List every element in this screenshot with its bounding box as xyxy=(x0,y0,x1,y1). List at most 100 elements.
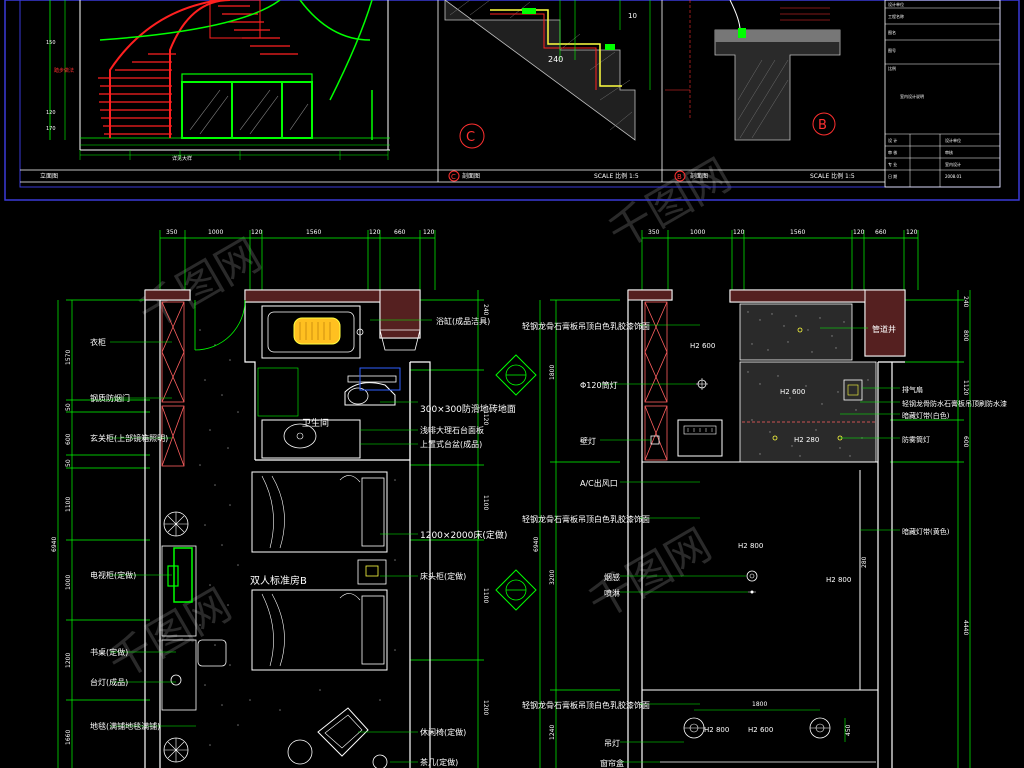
top-dim: 1560 xyxy=(306,229,321,236)
label-carpet: 地毯(满铺地毯满铺) xyxy=(90,721,160,731)
center-note: 详见大样 xyxy=(172,155,192,162)
wardrobe xyxy=(161,301,185,467)
top-sheet: 立面图 剖面图 SCALE 比例 1:5 剖面图 SCALE 比例 1:5 C … xyxy=(4,0,1020,201)
downlight-icon xyxy=(696,378,708,390)
watermark-text: 千图网 xyxy=(100,579,240,689)
label-downlight: Φ120筒灯 xyxy=(580,380,618,390)
section-marker-b-label: B xyxy=(818,118,827,133)
title-block-note: 室内设计说明 xyxy=(900,93,924,99)
stair-elevation: 踏步做法 详见大样 170 120 150 xyxy=(46,0,390,162)
title-block-value: 2008.01 xyxy=(945,174,962,179)
wardrobe xyxy=(644,301,668,461)
toilet xyxy=(344,382,396,406)
label-pendant-lamp: 吊灯 xyxy=(604,738,620,748)
top-dim: 1000 xyxy=(690,229,705,236)
right-dim: 1100 xyxy=(482,495,489,510)
desk xyxy=(161,639,197,711)
bathtub xyxy=(293,317,341,345)
label-ceiling: 轻钢龙骨石膏板吊顶白色乳胶漆饰面 xyxy=(522,514,650,524)
label-ceiling: 轻钢龙骨石膏板吊顶白色乳胶漆饰面 xyxy=(522,321,650,331)
label-floor-tile: 300×300防滑地砖地面 xyxy=(420,403,516,415)
dim-450: 450 xyxy=(845,724,852,736)
label-sprinkler: 喷淋 xyxy=(604,588,620,598)
height-mark: H2 600 xyxy=(748,726,773,734)
label-pipe-shaft: 管道井 xyxy=(872,324,896,334)
right-dim: 600 xyxy=(962,436,969,448)
pendant-lamp-icon xyxy=(809,717,831,739)
dim-1800: 1800 xyxy=(752,701,767,708)
section-marker-small-b: B xyxy=(677,173,682,181)
title-block-value: 设计单位 xyxy=(945,137,961,143)
right-dim: 1120 xyxy=(962,380,969,395)
bed-2 xyxy=(251,589,388,671)
section-marker-small-c: C xyxy=(451,173,456,181)
section-marker-c-label: C xyxy=(466,130,475,145)
left-dim: 50 xyxy=(65,459,72,467)
title-block-label: 设 计 xyxy=(888,137,897,143)
height-mark: H2 280 xyxy=(794,436,819,444)
side-dim: 150 xyxy=(46,40,56,46)
ceiling-plan-right: 350 1000 120 1560 120 660 120 1800 3200 … xyxy=(522,229,1007,768)
side-dim: 120 xyxy=(46,110,56,116)
label-ceiling: 轻钢龙骨石膏板吊顶白色乳胶漆饰面 xyxy=(522,700,650,710)
right-dim: 800 xyxy=(962,330,969,342)
label-lounge-chair: 休闲椅(定做) xyxy=(420,727,466,737)
label-smoke-detector: 烟感 xyxy=(604,572,620,582)
title-block-row: 设计单位 xyxy=(888,1,904,7)
title-block-label: 专 业 xyxy=(888,161,897,167)
label-wall-lamp: 壁灯 xyxy=(580,436,596,446)
section-detail-b: B xyxy=(714,0,841,141)
title-block-row: 工程名称 xyxy=(888,13,904,19)
section-marker-small xyxy=(674,170,686,182)
left-dim: 3200 xyxy=(549,570,556,585)
side-dim: 170 xyxy=(46,126,56,132)
top-dim: 1000 xyxy=(208,229,223,236)
plant-icon xyxy=(163,737,189,763)
right-dim: 240 xyxy=(482,304,489,316)
bed-1 xyxy=(251,471,388,553)
total-dim: 6940 xyxy=(51,537,58,552)
top-dim: 120 xyxy=(733,229,745,236)
right-dim: 240 xyxy=(962,296,969,308)
label-light-strip-yellow: 暗藏灯带(黄色) xyxy=(902,527,950,536)
tv-cabinet xyxy=(161,545,197,637)
top-dim: 660 xyxy=(394,229,406,236)
label-exhaust-fan: 排气扇 xyxy=(902,385,923,394)
nightstand xyxy=(357,559,387,585)
top-dim: 120 xyxy=(906,229,918,236)
title-block-row: 图号 xyxy=(888,47,896,53)
label-basin: 上置式台盆(成品) xyxy=(420,439,482,449)
entry-door xyxy=(194,299,246,351)
lamp-icon xyxy=(170,674,182,686)
bathroom-label: 卫生间 xyxy=(302,417,329,429)
right-dim: 1100 xyxy=(482,588,489,603)
pendant-lamp-icon xyxy=(683,717,705,739)
label-desk: 书桌(定做) xyxy=(90,647,128,657)
title-block-value: 室内设计 xyxy=(945,161,961,167)
bath-ceiling-upper xyxy=(739,303,853,361)
stair-note: 踏步做法 xyxy=(54,67,74,74)
title-block-row: 图名 xyxy=(888,29,896,35)
top-dim: 660 xyxy=(875,229,887,236)
exhaust-fan-icon xyxy=(843,379,863,401)
downlight-icon xyxy=(797,327,803,333)
section-marker-b xyxy=(812,112,836,136)
sprinkler-icon xyxy=(748,590,756,594)
top-dim: 350 xyxy=(648,229,660,236)
dim-280: 280 xyxy=(861,556,868,568)
label-wardrobe: 衣柜 xyxy=(90,337,106,347)
vanity xyxy=(261,419,361,459)
height-mark: H2 600 xyxy=(690,342,715,350)
total-dim: 6940 xyxy=(533,537,540,552)
right-dim: 4440 xyxy=(962,620,969,635)
floor-pattern xyxy=(199,329,396,746)
right-caption: 剖面图 xyxy=(690,172,708,180)
title-block-label: 审 核 xyxy=(888,149,897,155)
ceiling-dots xyxy=(747,311,869,457)
top-dim: 120 xyxy=(853,229,865,236)
label-nightstand: 床头柜(定做) xyxy=(420,571,466,581)
watermark-text: 千图网 xyxy=(580,519,720,629)
label-tea-table: 茶几(定做) xyxy=(420,757,458,767)
plant-icon xyxy=(163,511,189,537)
top-dim: 120 xyxy=(369,229,381,236)
